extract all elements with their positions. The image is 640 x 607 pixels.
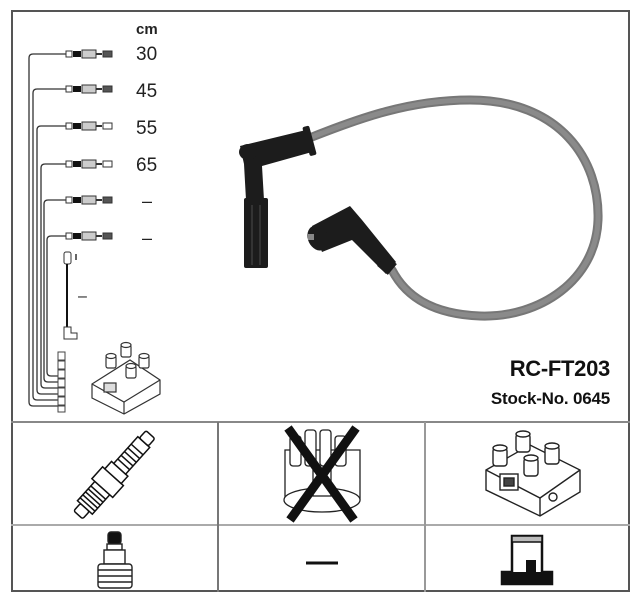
ignition-coil-icon xyxy=(485,430,581,517)
coil-terminal-icon xyxy=(500,534,554,586)
lead-length-3: 55 xyxy=(136,118,158,139)
ignition-cable-photo xyxy=(239,95,603,321)
length-unit-label: cm xyxy=(136,21,158,38)
part-number: RC-FT203 xyxy=(509,356,611,381)
not-applicable-cross-icon xyxy=(284,425,360,523)
lead-length-5: – xyxy=(142,191,153,211)
coil-lead-length: – xyxy=(78,288,87,305)
lead-length-2: 45 xyxy=(136,81,158,102)
spark-plug-icon xyxy=(73,430,155,519)
lead-length-1: 30 xyxy=(136,44,158,65)
coil-lead xyxy=(63,251,78,340)
lead-length-6: – xyxy=(142,228,153,248)
lead-length-4: 65 xyxy=(136,155,158,176)
divider-col-1 xyxy=(217,422,219,592)
stock-number: Stock-No. 0645 xyxy=(490,389,610,408)
small-coil-icon xyxy=(91,341,161,415)
lead-connectors xyxy=(65,49,113,241)
divider-bottom-row xyxy=(11,524,630,526)
plug-terminal-icon xyxy=(97,531,133,589)
divider-col-2 xyxy=(424,422,426,592)
divider-top xyxy=(11,421,630,423)
